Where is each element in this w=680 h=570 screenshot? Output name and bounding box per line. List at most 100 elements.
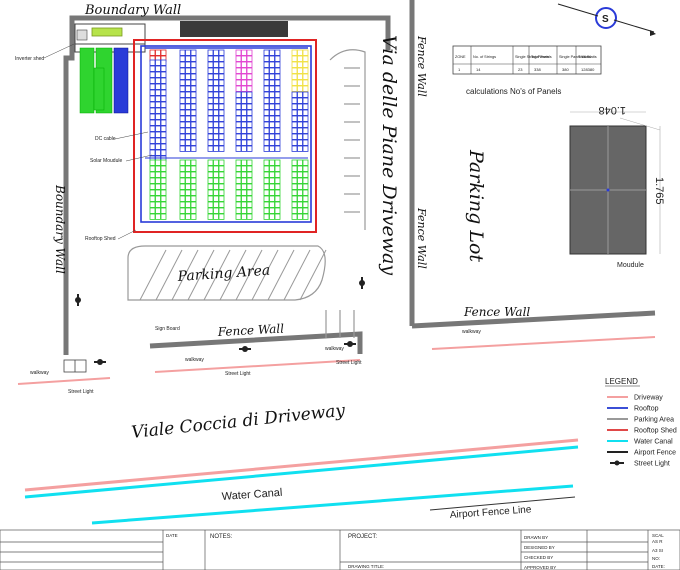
legend-item: Parking Area — [607, 417, 674, 424]
module-width-label: 1.048 — [598, 104, 626, 116]
tb-drawn-by: DRAWN BY — [524, 535, 548, 540]
parking-space-line — [203, 249, 231, 301]
legend-item: Rooftop — [607, 406, 659, 413]
street-light-icon — [239, 346, 251, 352]
tb-sheet: A3 SI — [652, 548, 663, 553]
fence-wall-bottom-label: Fence Wall — [216, 322, 284, 340]
calculation-table — [452, 45, 602, 75]
parking-space-line — [155, 249, 183, 301]
calc-cell: 338 — [534, 67, 541, 72]
panel-block — [149, 59, 167, 162]
rooftop-shed-label: Rooftop Shed — [85, 236, 116, 242]
module-caption: Moudule — [617, 262, 644, 269]
fence-wall-bottom-line — [149, 331, 363, 354]
legend-label: Parking Area — [634, 417, 674, 424]
viale-coccia-label: Viale Coccia di Driveway — [130, 401, 346, 443]
parking-space-line — [187, 249, 215, 301]
legend-label: Rooftop Shed — [634, 428, 677, 435]
panel-block — [235, 159, 253, 220]
legend-label: Water Canal — [634, 439, 673, 446]
parking-space-line — [219, 249, 247, 301]
via-delle-piane-label: Via delle Piane Driveway — [378, 35, 400, 275]
legend-label: Airport Fence — [634, 450, 676, 457]
fence-wall-bottom-right-line — [411, 310, 656, 329]
parking-area-label: Parking Area — [176, 263, 271, 285]
calc-header: Single Panel Watts — [559, 55, 591, 59]
walkway-lines — [17, 336, 656, 385]
tb-no: NO: — [652, 556, 660, 561]
boundary-wall-top-label: Boundary Wall — [84, 3, 181, 18]
driveway-line — [24, 438, 579, 492]
calc-header: Single String Panels — [515, 55, 549, 59]
small-shed — [63, 359, 87, 373]
walkway-label-1: walkway — [30, 370, 49, 376]
panel-block — [149, 49, 167, 62]
sign-board-label: Sign Board — [155, 326, 180, 332]
parking-space-line — [171, 249, 199, 301]
panel-block — [263, 159, 281, 220]
boundary-wall-left-line — [63, 40, 75, 355]
parking-space-line — [139, 249, 167, 301]
module-height-label: 1.765 — [653, 177, 665, 205]
panel-block — [207, 49, 225, 152]
fence-wall-right-top-label: Fence Wall — [415, 35, 428, 97]
street-light-label-2: Street Light — [225, 371, 251, 377]
legend-label: Driveway — [634, 395, 663, 402]
tb-date-label: DATE — [166, 533, 178, 538]
boundary-walls — [63, 0, 656, 355]
rooftop-outline — [140, 45, 312, 223]
panel-block — [179, 49, 197, 152]
compass-rose — [557, 3, 656, 36]
street-light-icon — [359, 277, 365, 289]
panel-block — [263, 49, 281, 152]
tb-notes-label: NOTES: — [210, 534, 233, 540]
walkway-label-3: walkway — [325, 346, 344, 352]
street-light-icon — [344, 341, 356, 347]
via-delle-piane-edge — [329, 49, 366, 230]
driveway-parking-ticks — [344, 67, 360, 213]
panel-block — [235, 91, 253, 152]
parking-space-line — [283, 249, 311, 301]
legend-item: Driveway — [607, 395, 663, 402]
compass-letter: S — [602, 14, 609, 25]
calc-cell: 380 — [562, 67, 569, 72]
title-block — [0, 529, 680, 570]
legend-title: LEGEND — [605, 377, 638, 386]
fence-wall-right-mid-label: Fence Wall — [415, 207, 428, 269]
walkway-label-2: walkway — [185, 357, 204, 363]
tb-project-label: PROJECT: — [348, 534, 377, 540]
panel-block — [291, 159, 309, 220]
tb-date2: DATE: — [652, 564, 665, 569]
module-drawing — [569, 111, 661, 255]
dark-structure — [180, 21, 288, 37]
tb-drawing-title-label: DRAWING TITLE: — [348, 564, 384, 569]
street-light-symbols — [75, 277, 365, 365]
calc-header: Total Panels — [531, 55, 552, 59]
panel-block — [235, 49, 253, 92]
inverter-shed-label: Inverter shed — [15, 56, 44, 62]
rooftop-shed-outline — [133, 39, 317, 233]
boundary-wall-side-label: Boundary Wall — [53, 184, 67, 274]
parking-space-line — [299, 249, 327, 301]
water-canal-label: Water Canal — [221, 487, 282, 503]
legend-item: Street Light — [610, 460, 670, 468]
solar-module-label: Solar Moudule — [90, 158, 122, 164]
airport-fence-line — [429, 496, 576, 511]
street-light-label-3: Street Light — [336, 360, 362, 366]
panel-block — [207, 159, 225, 220]
panel-block — [291, 91, 309, 152]
tb-scale-value: AS R — [652, 539, 663, 544]
canal-line-upper — [24, 445, 579, 499]
parking-space-line — [251, 249, 279, 301]
calc-header: ZONE — [455, 55, 466, 59]
legend-item: Water Canal — [607, 439, 673, 446]
legend-label: Rooftop — [634, 406, 659, 413]
tb-designed-by: DESIGNED BY — [524, 545, 555, 550]
tb-checked-by: CHECKED BY — [524, 555, 553, 560]
calc-cell: 128380 — [581, 67, 595, 72]
panel-block — [179, 159, 197, 220]
boundary-wall-top-line — [69, 15, 391, 50]
